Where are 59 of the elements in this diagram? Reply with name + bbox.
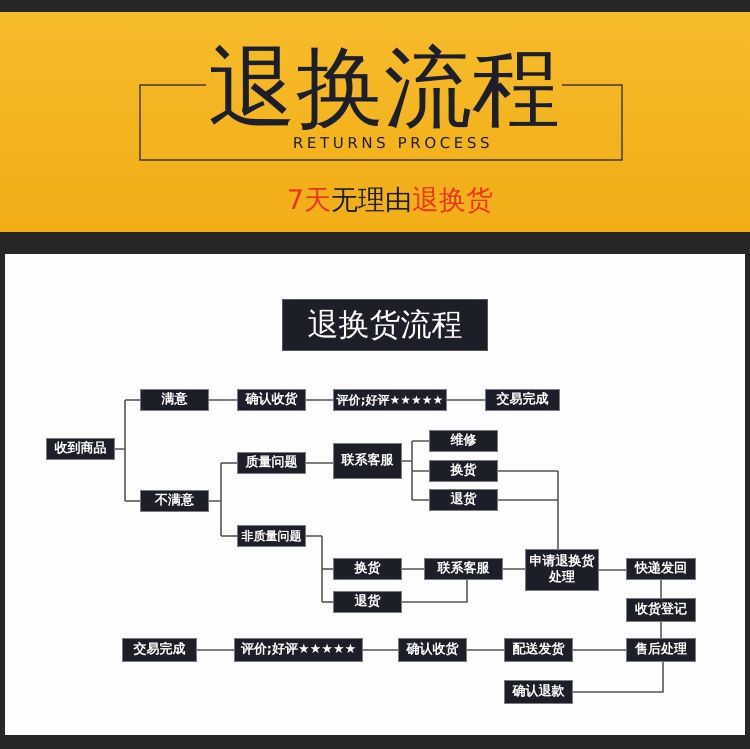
process-box: 换货	[333, 558, 402, 580]
process-box: 确认退款	[504, 680, 573, 704]
tagline: 7天无理由退换货	[286, 184, 494, 218]
process-box: 申请退换货处理	[525, 549, 599, 591]
subtitle: RETURNS PROCESS	[292, 134, 494, 152]
connector-line	[573, 649, 626, 651]
connector-line	[467, 649, 504, 651]
process-box: 快递发回	[626, 558, 696, 580]
connector-line	[363, 649, 398, 651]
connector-line	[498, 470, 558, 472]
process-box: 退货	[333, 591, 402, 613]
process-box: 售后处理	[626, 638, 696, 662]
connector-line	[498, 499, 558, 501]
connector-line	[402, 580, 468, 603]
process-box: 配送发货	[504, 638, 573, 662]
connector-line	[322, 568, 333, 570]
process-box: 维修	[429, 430, 498, 452]
connector-line	[660, 622, 662, 638]
connector-line	[197, 649, 234, 651]
process-box: 非质量问题	[237, 525, 306, 547]
heading-box: 退换货流程	[282, 299, 488, 351]
process-box: 交易完成	[485, 389, 560, 411]
connector-line	[412, 440, 429, 442]
process-box: 收到商品	[46, 438, 115, 460]
process-box: 评价;好评★★★★★	[234, 638, 363, 662]
connector-line	[114, 399, 126, 502]
process-box: 联系客服	[333, 443, 402, 479]
process-box: 收货登记	[626, 598, 696, 622]
process-box: 不满意	[140, 490, 209, 512]
connector-line	[660, 580, 662, 598]
connector-line	[503, 568, 525, 570]
process-box: 质量问题	[237, 452, 306, 474]
process-box: 满意	[140, 389, 209, 411]
connector-line	[599, 569, 626, 571]
process-box: 退货	[429, 489, 498, 511]
connector-line	[402, 568, 424, 570]
connector-line	[557, 471, 559, 549]
connector-line	[125, 399, 140, 401]
process-box: 确认收货	[398, 638, 467, 662]
process-box: 评价;好评★★★★★	[333, 389, 447, 411]
connector-line	[401, 440, 413, 501]
connector-line	[305, 535, 323, 603]
connector-line	[221, 535, 237, 537]
connector-line	[125, 500, 140, 502]
connector-line	[322, 601, 333, 603]
page-title: 退换流程	[208, 44, 560, 132]
connector-line	[573, 662, 664, 693]
connector-line	[306, 399, 333, 401]
connector-line	[306, 462, 333, 464]
connector-line	[412, 499, 429, 501]
connector-line	[447, 399, 485, 401]
process-box: 交易完成	[122, 638, 197, 662]
connector-line	[221, 462, 237, 464]
process-box: 确认收货	[237, 389, 306, 411]
connector-line	[209, 399, 237, 401]
process-box: 联系客服	[424, 558, 503, 580]
connector-line	[208, 462, 222, 537]
connector-line	[412, 470, 429, 472]
process-box: 换货	[429, 460, 498, 482]
